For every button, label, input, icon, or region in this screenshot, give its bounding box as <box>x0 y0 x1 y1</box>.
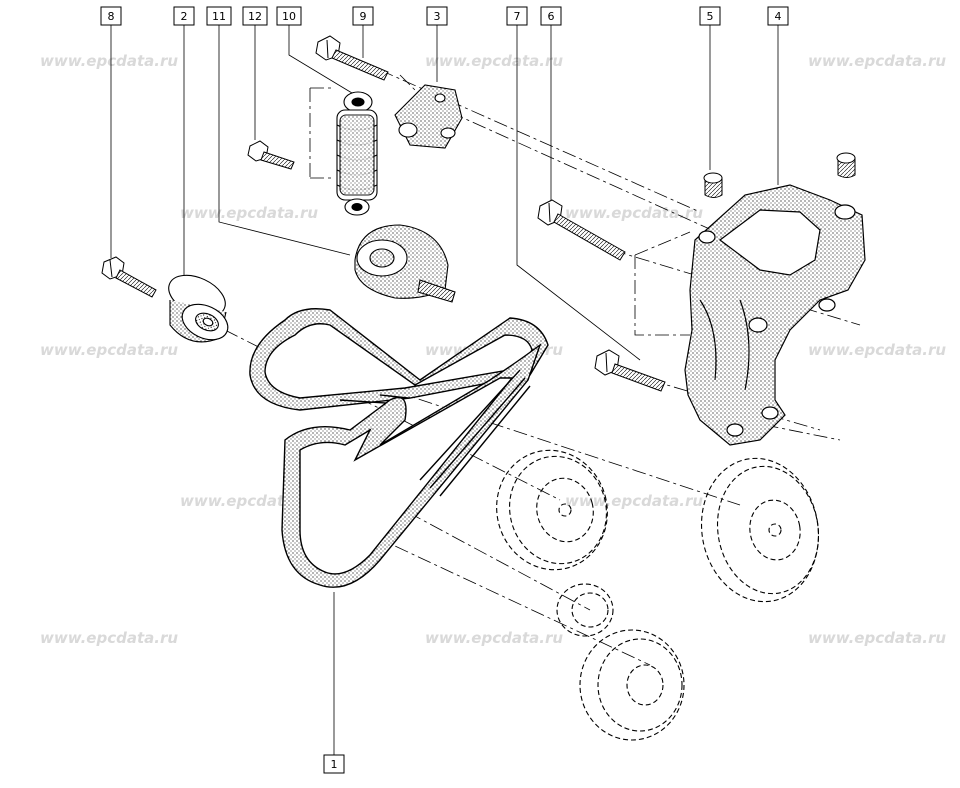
watermark: www.epcdata.ru <box>40 629 178 647</box>
callout-5: 5 <box>699 6 721 26</box>
lower-pulley <box>579 629 685 741</box>
watermark: www.epcdata.ru <box>425 629 563 647</box>
watermark: www.epcdata.ru <box>808 629 946 647</box>
callout-12-text: 12 <box>248 10 262 23</box>
tensioner-damper-10 <box>336 91 378 216</box>
callout-1: 1 <box>323 754 345 774</box>
callout-12: 12 <box>242 6 268 26</box>
callout-5-text: 5 <box>707 10 714 23</box>
watermark: www.epcdata.ru <box>808 52 946 70</box>
callout-4-text: 4 <box>775 10 782 23</box>
alternator-pulley <box>700 457 820 603</box>
callout-10: 10 <box>276 6 302 26</box>
callout-10-text: 10 <box>282 10 296 23</box>
callout-7: 7 <box>506 6 528 26</box>
leader-lines <box>110 25 779 755</box>
poly-v-belt-1 <box>249 308 549 588</box>
callout-6-text: 6 <box>548 10 555 23</box>
callout-2: 2 <box>173 6 195 26</box>
crank-pulley <box>496 449 608 571</box>
callout-6: 6 <box>540 6 562 26</box>
watermark: www.epcdata.ru <box>425 52 563 70</box>
callout-3: 3 <box>426 6 448 26</box>
callout-11-text: 11 <box>212 10 226 23</box>
watermark: www.epcdata.ru <box>565 204 703 222</box>
idler-pulley-2 <box>168 274 229 343</box>
callout-8-text: 8 <box>108 10 115 23</box>
callout-4: 4 <box>767 6 789 26</box>
callout-8: 8 <box>100 6 122 26</box>
callout-2-text: 2 <box>181 10 188 23</box>
tensioner-pulley-11 <box>354 224 456 303</box>
callout-7-text: 7 <box>514 10 521 23</box>
callout-9-text: 9 <box>360 10 367 23</box>
small-pulley <box>556 583 614 637</box>
bolt-9 <box>315 35 389 81</box>
watermark: www.epcdata.ru <box>180 204 318 222</box>
callout-1-text: 1 <box>331 758 338 771</box>
accessory-bracket-4 <box>684 184 866 446</box>
callout-11: 11 <box>206 6 232 26</box>
bolt-8 <box>101 256 157 298</box>
bushing-5 <box>703 152 856 198</box>
callout-labels: 8 2 11 12 10 9 3 7 <box>100 6 789 774</box>
watermark: www.epcdata.ru <box>565 492 703 510</box>
callout-9: 9 <box>352 6 374 26</box>
bolt-7 <box>594 349 666 392</box>
bolt-12 <box>247 140 295 170</box>
bracket-plate-3 <box>394 84 463 149</box>
callout-3-text: 3 <box>434 10 441 23</box>
watermark: www.epcdata.ru <box>40 341 178 359</box>
watermark: www.epcdata.ru <box>808 341 946 359</box>
bolt-6 <box>537 199 626 261</box>
watermark: www.epcdata.ru <box>40 52 178 70</box>
